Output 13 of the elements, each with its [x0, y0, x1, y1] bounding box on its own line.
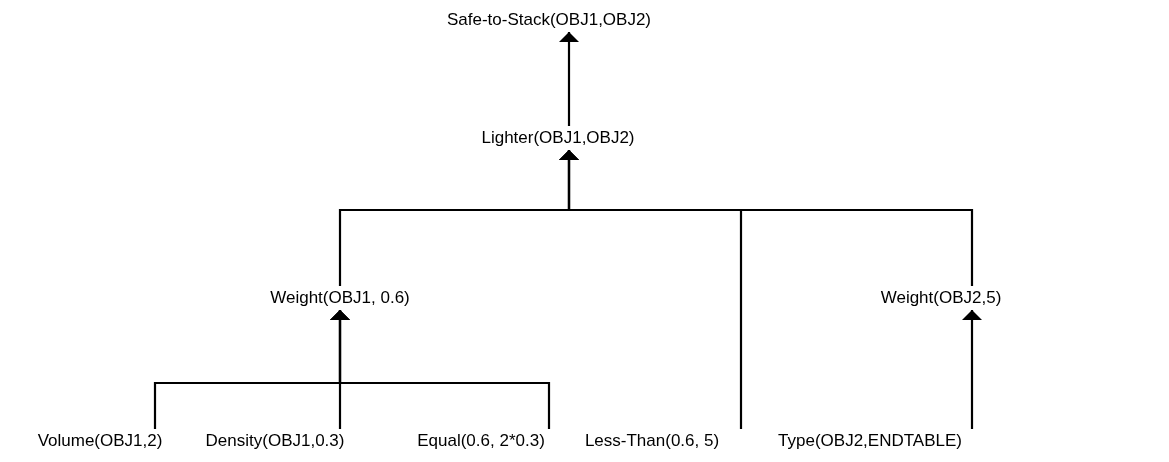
node-label: Weight(OBJ1, 0.6) — [270, 288, 410, 308]
arrow — [559, 32, 579, 126]
arrow — [559, 150, 974, 286]
node-label: Volume(OBJ1,2) — [37, 431, 163, 451]
node-label: Density(OBJ1,0.3) — [205, 431, 345, 451]
node-label: Safe-to-Stack(OBJ1,OBJ2) — [446, 10, 652, 30]
node-label: Weight(OBJ2,5) — [880, 288, 1002, 308]
node-label: Equal(0.6, 2*0.3) — [417, 431, 545, 451]
arrow — [330, 310, 551, 429]
arrow — [962, 310, 982, 429]
node-label: Less-Than(0.6, 5) — [584, 431, 720, 451]
node-label: Type(OBJ2,ENDTABLE) — [778, 431, 962, 451]
node-label: Lighter(OBJ1,OBJ2) — [481, 128, 635, 148]
